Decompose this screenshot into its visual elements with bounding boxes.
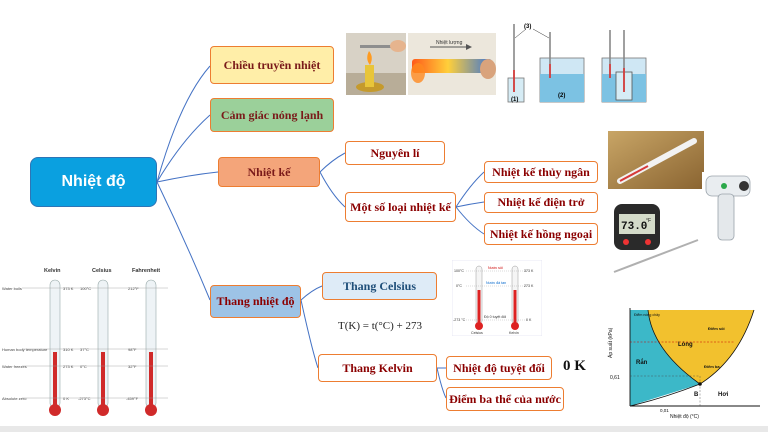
ck-zero: Độ 0 tuyệt đối <box>484 315 506 319</box>
kcf-k-3: 0 K <box>63 396 69 401</box>
candle-heat-photo <box>346 33 406 95</box>
ck-c-name: Celsius <box>471 331 483 335</box>
line-thermo-types <box>319 171 346 208</box>
kcf-label-boils: Water boils <box>2 286 22 291</box>
phase-x-tick: 0,01 <box>660 408 669 413</box>
phase-melting-label: Điểm nóng chảy <box>634 313 660 317</box>
line-root-heat <box>156 65 211 183</box>
phase-liquid-label: Lỏng <box>678 342 693 348</box>
node-principle[interactable]: Nguyên lí <box>345 141 445 165</box>
node-types[interactable]: Một số loại nhiệt kế <box>345 192 456 222</box>
node-sensation[interactable]: Cảm giác nóng lạnh <box>210 98 334 132</box>
line-scales-celsius <box>300 285 323 301</box>
node-triple-point[interactable]: Điểm ba thể của nước <box>446 387 564 411</box>
line-kelvin-triple <box>436 367 447 399</box>
phase-solid-label: Rắn <box>636 359 648 366</box>
mercury-thermometer-photo <box>608 131 704 189</box>
bottom-scroll-strip <box>0 426 768 432</box>
ck-c-0: 100°C <box>454 269 464 273</box>
line-types-resistance <box>455 201 485 208</box>
kcf-label-freezes: Water freezes <box>2 364 27 369</box>
line-types-mercury <box>455 171 485 208</box>
ck-ice: Nước đá tan <box>486 281 506 285</box>
kcf-label-body: Human body temperature <box>2 347 48 352</box>
node-thermometer[interactable]: Nhiệt kế <box>218 157 320 187</box>
beaker-label-1: (1) <box>511 97 518 103</box>
ck-c-1: 0°C <box>456 284 462 288</box>
ck-k-name: Kelvin <box>509 331 519 335</box>
heat-rod-label: Nhiệt lượng <box>436 40 463 46</box>
kcf-k-2: 273 K <box>63 364 74 369</box>
kcf-k-1: 310 K <box>63 347 74 352</box>
phase-ylabel: Áp suất (kPa) <box>607 327 614 358</box>
ck-boil: Nước sôi <box>488 266 503 270</box>
ck-k-0: 373 K <box>524 269 534 273</box>
node-kelvin[interactable]: Thang Kelvin <box>318 354 437 382</box>
kcf-f-1: 98°F <box>128 347 137 352</box>
kcf-col-celsius: Celsius <box>92 268 112 274</box>
node-infrared[interactable]: Nhiệt kế hồng ngoại <box>484 223 598 245</box>
kcf-c-1: 37°C <box>80 347 89 352</box>
node-absolute-temp[interactable]: Nhiệt độ tuyệt đối <box>446 356 552 380</box>
line-types-infrared <box>455 206 485 235</box>
kcf-c-0: 100°C <box>80 286 91 291</box>
ck-k-1: 273 K <box>524 284 534 288</box>
beaker-experiment-photo: (1) (2) (3) <box>500 18 660 108</box>
line-scales-kelvin <box>300 299 319 369</box>
digital-thermometer-photo: 73.0 °F <box>610 200 702 276</box>
ck-c-2: -273 °C <box>453 318 466 322</box>
infrared-thermometer-photo <box>702 172 754 244</box>
kcf-c-3: -273°C <box>78 396 91 401</box>
kcf-col-fahrenheit: Fahrenheit <box>132 268 160 274</box>
phase-gas-label: Hơi <box>718 392 729 398</box>
node-scales[interactable]: Thang nhiệt độ <box>210 285 301 318</box>
phase-boiling-label: Điểm sôi <box>708 326 725 331</box>
kcf-c-2: 0°C <box>80 364 87 369</box>
kcf-label-zero: Absolute zero <box>2 396 27 401</box>
kcf-k-0: 373 K <box>63 286 74 291</box>
line-root-scales <box>156 181 211 301</box>
zero-kelvin-label: 0 K <box>563 358 586 374</box>
kcf-f-2: 32°F <box>128 364 137 369</box>
root-node[interactable]: Nhiệt độ <box>30 157 157 207</box>
liquid-region <box>648 310 754 384</box>
phase-triple-label: Điểm ba <box>704 364 720 369</box>
line-root-thermometer <box>156 171 219 183</box>
solid-region <box>630 310 700 406</box>
beaker-label-2: (2) <box>558 93 565 99</box>
node-celsius[interactable]: Thang Celsius <box>322 272 437 300</box>
line-root-sensation <box>156 114 211 183</box>
kcf-thermometer-chart: Kelvin Celsius Fahrenheit Water boils Hu… <box>0 258 190 422</box>
phase-y-tick: 0,61 <box>610 375 620 381</box>
phase-xlabel: Nhiệt độ (°C) <box>670 414 699 420</box>
kcf-f-0: 212°F <box>128 286 139 291</box>
heat-rod-photo: Nhiệt lượng <box>408 33 496 95</box>
kelvin-formula: T(K) = t(°C) + 273 <box>338 320 423 332</box>
digital-reading: 73.0 <box>621 221 647 233</box>
phase-point-b: B <box>694 392 699 398</box>
line-thermo-principle <box>319 152 346 173</box>
ck-k-2: 0 K <box>526 318 532 322</box>
digital-unit: °F <box>646 218 651 224</box>
kcf-col-kelvin: Kelvin <box>44 268 61 274</box>
phase-diagram: Áp suất (kPa) Nhiệt độ (°C) 0,61 0,01 Rắ… <box>604 300 764 424</box>
kcf-f-3: -459°F <box>126 396 139 401</box>
node-resistance[interactable]: Nhiệt kế điện trở <box>484 192 598 213</box>
celsius-kelvin-picture: Nước sôi Nước đá tan Độ 0 tuyệt đối 100°… <box>452 260 542 336</box>
beaker-label-3: (3) <box>524 24 531 30</box>
node-heat-transfer[interactable]: Chiều truyền nhiệt <box>210 46 334 84</box>
node-mercury[interactable]: Nhiệt kế thủy ngân <box>484 161 598 183</box>
